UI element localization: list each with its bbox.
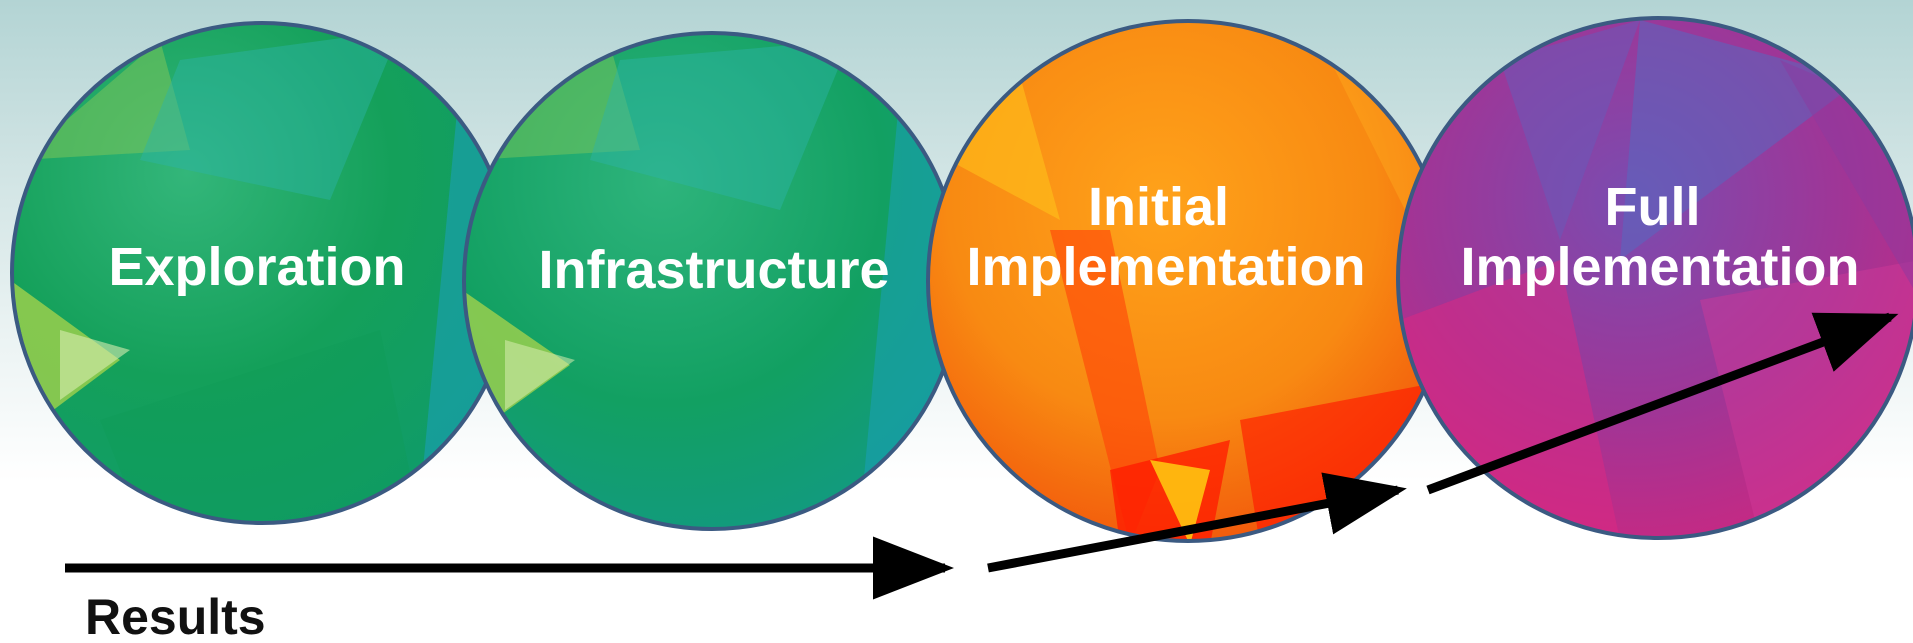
stage-exploration: Exploration: [10, 21, 514, 525]
stage-initial-implementation: Initial Implementation: [926, 19, 1450, 543]
stage-full-implementation: Full Implementation: [1396, 16, 1913, 540]
results-label: Results: [85, 589, 266, 643]
results-arrow-rising-2: [1426, 312, 1899, 495]
stage-infrastructure-circle: [464, 33, 960, 529]
stage-initial-label: Initial Implementation: [966, 177, 1365, 297]
stage-exploration-label: Exploration: [108, 237, 405, 297]
stage-full-label: Full Implementation: [1460, 177, 1859, 297]
stage-infrastructure: Infrastructure: [462, 31, 962, 531]
stage-infrastructure-label: Infrastructure: [538, 240, 889, 300]
results-arrow-rising-1: [987, 472, 1407, 573]
